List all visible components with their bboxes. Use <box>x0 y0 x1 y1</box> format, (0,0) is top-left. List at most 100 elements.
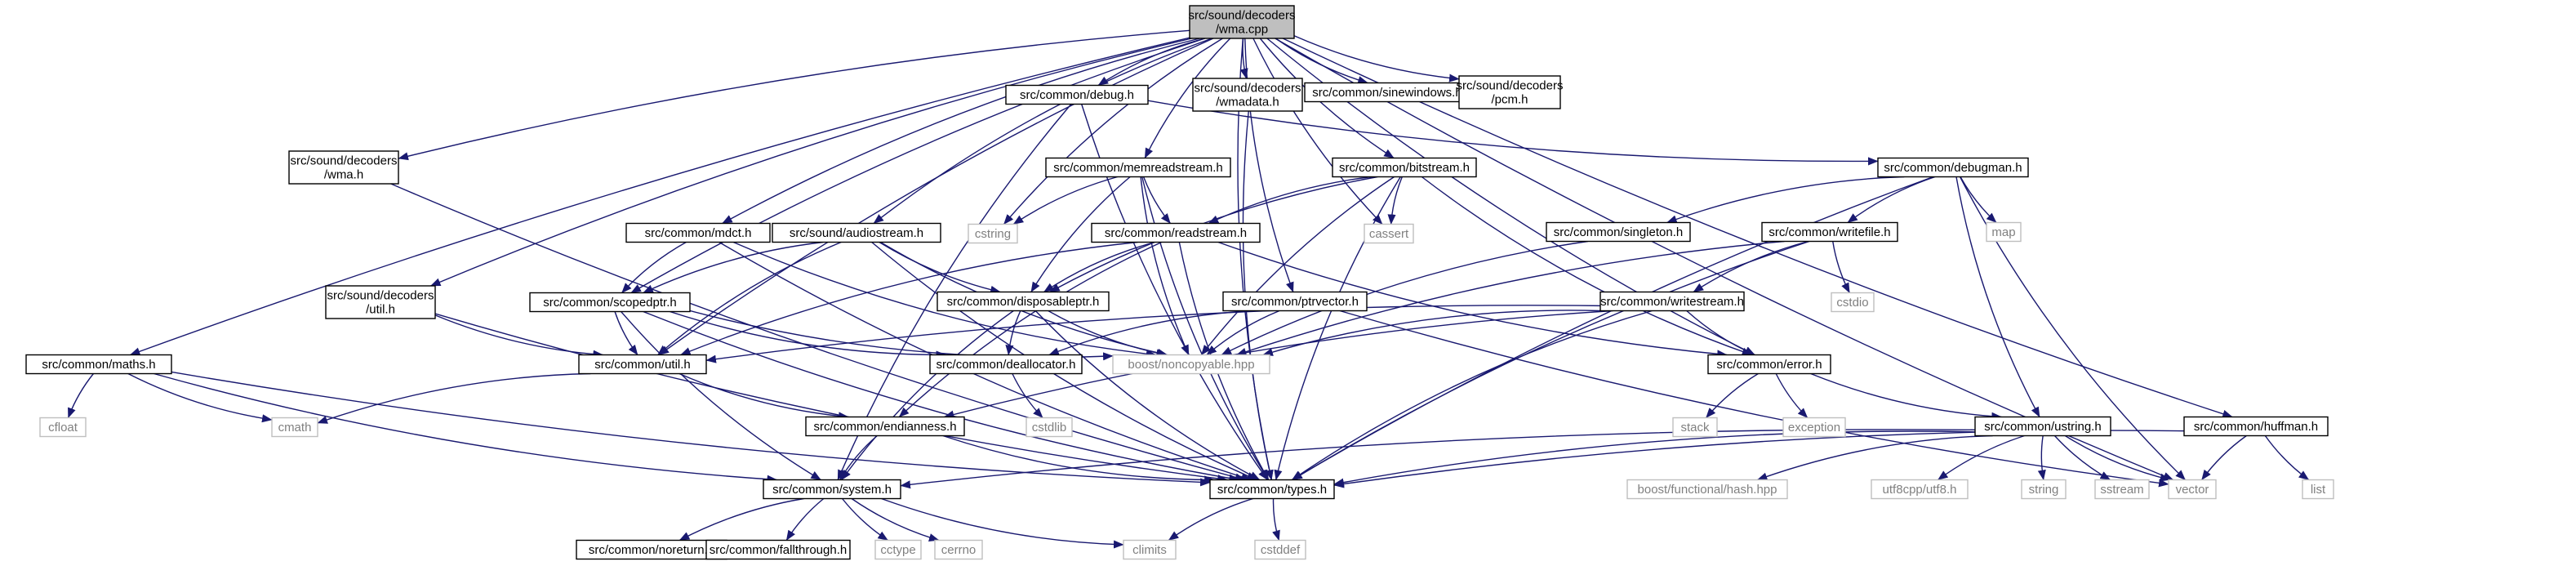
edge-writestream-to-endianness <box>943 310 1613 419</box>
node-ptrvector[interactable]: src/common/ptrvector.h <box>1222 291 1368 312</box>
node-label-utilh: src/sound/decoders <box>327 289 434 303</box>
edge-system-to-fallthrough <box>785 497 825 541</box>
edge-util-to-cmath <box>317 372 591 424</box>
node-error[interactable]: src/common/error.h <box>1707 354 1831 375</box>
node-deallocator[interactable]: src/common/deallocator.h <box>929 354 1083 375</box>
node-disposableptr[interactable]: src/common/disposableptr.h <box>937 291 1110 312</box>
node-endianness[interactable]: src/common/endianness.h <box>805 416 965 437</box>
edge-audiostream-to-util <box>657 241 842 356</box>
node-bitstream[interactable]: src/common/bitstream.h <box>1332 157 1477 178</box>
node-label-cstddef: cstddef <box>1261 543 1301 557</box>
edge-root-to-memreadstream <box>1144 38 1231 159</box>
edge-debug-to-debugman <box>1147 100 1879 166</box>
node-sstream: sstream <box>2094 479 2150 500</box>
node-utilh[interactable]: src/sound/decoders/util.h <box>325 285 436 319</box>
edge-maths-to-cfloat <box>67 373 94 419</box>
edge-singleton-to-noncopyable <box>1221 240 1588 356</box>
node-mdct[interactable]: src/common/mdct.h <box>625 222 771 243</box>
node-box-debug <box>1005 84 1149 105</box>
node-pcm[interactable]: src/sound/decoders/pcm.h <box>1457 75 1564 109</box>
node-memreadstream[interactable]: src/common/memreadstream.h <box>1045 157 1231 178</box>
node-writefile[interactable]: src/common/writefile.h <box>1761 221 1898 243</box>
node-singleton[interactable]: src/common/singleton.h <box>1546 221 1691 243</box>
node-label-cctype: cctype <box>880 543 915 557</box>
node-label-pcm: src/sound/decoders <box>1457 79 1564 93</box>
edge-disposableptr-to-noncopyable <box>1048 310 1167 358</box>
edge-bitstream-to-types <box>1274 176 1401 481</box>
node-scopedptr[interactable]: src/common/scopedptr.h <box>529 292 691 313</box>
edge-huffman-to-vector <box>2201 435 2247 481</box>
edge-debugman-to-map <box>1960 176 1997 224</box>
edge-ustring-to-types <box>1333 430 1976 487</box>
edge-maths-to-cmath <box>127 372 273 423</box>
node-debug[interactable]: src/common/debug.h <box>1005 84 1149 105</box>
node-box-cctype <box>874 539 922 560</box>
edge-ustring-to-sstream <box>2053 435 2111 481</box>
edge-debugman-to-ustring <box>1955 176 2040 418</box>
node-types[interactable]: src/common/types.h <box>1209 479 1335 500</box>
node-box-sstream <box>2094 479 2150 500</box>
node-ustring[interactable]: src/common/ustring.h <box>1974 416 2111 437</box>
node-box-audiostream <box>772 222 941 243</box>
node-writestream[interactable]: src/common/writestream.h <box>1599 291 1745 312</box>
node-box-fallthrough <box>705 539 851 560</box>
edge-huffman-to-list <box>2264 435 2310 481</box>
node-box-wmadata <box>1192 78 1303 112</box>
node-label-noreturn: src/common/noreturn.h <box>589 543 714 557</box>
node-label-types: src/common/types.h <box>1217 483 1327 497</box>
edge-writefile-to-noncopyable <box>1235 240 1785 356</box>
node-label-writestream: src/common/writestream.h <box>1600 295 1744 309</box>
node-utf8: utf8cpp/utf8.h <box>1871 479 1969 500</box>
node-audiostream[interactable]: src/sound/audiostream.h <box>772 222 941 243</box>
node-label-wmah: src/sound/decoders <box>291 154 398 168</box>
node-huffman[interactable]: src/common/huffman.h <box>2183 416 2329 437</box>
node-label-vector: vector <box>2176 483 2209 497</box>
dependency-edges <box>67 29 2310 549</box>
node-box-cerrno <box>934 539 983 560</box>
edge-root-to-bitstream <box>1259 38 1395 159</box>
node-fallthrough[interactable]: src/common/fallthrough.h <box>705 539 851 560</box>
edge-root-to-debug <box>1097 38 1205 87</box>
node-box-utf8 <box>1871 479 1969 500</box>
node-box-cstdio <box>1831 292 1875 313</box>
node-wmah[interactable]: src/sound/decoders/wma.h <box>288 150 399 185</box>
edge-disposableptr-to-system <box>841 310 1014 481</box>
edge-ustring-to-vector <box>2064 435 2171 482</box>
node-label-string: string <box>2029 483 2059 497</box>
node-map: map <box>1986 221 2022 243</box>
edge-writestream-to-types <box>1291 310 1653 481</box>
node-readstream[interactable]: src/common/readstream.h <box>1091 222 1261 243</box>
node-label-exception: exception <box>1788 421 1840 435</box>
node-cctype: cctype <box>874 539 922 560</box>
node-debugman[interactable]: src/common/debugman.h <box>1877 157 2029 178</box>
node-exception: exception <box>1782 417 1846 438</box>
dependency-nodes: src/sound/decoders/wma.cpp src/common/deb… <box>25 5 2334 560</box>
node-box-map <box>1986 221 2022 243</box>
node-label-ustring: src/common/ustring.h <box>1984 420 2101 434</box>
node-wmadata[interactable]: src/sound/decoders/wmadata.h <box>1192 78 1303 112</box>
edge-memreadstream-to-types <box>1141 176 1269 481</box>
node-label-system: src/common/system.h <box>772 483 892 497</box>
node-box-vector <box>2168 479 2217 500</box>
node-util[interactable]: src/common/util.h <box>578 354 707 375</box>
edge-debugman-to-writefile <box>1847 176 1936 224</box>
node-cmath: cmath <box>271 417 318 438</box>
node-box-readstream <box>1091 222 1261 243</box>
node-box-climits <box>1123 539 1177 560</box>
node-noreturn[interactable]: src/common/noreturn.h <box>576 539 727 560</box>
node-box-pcm <box>1458 75 1561 109</box>
node-system[interactable]: src/common/system.h <box>763 479 901 500</box>
edge-error-to-exception <box>1775 373 1809 418</box>
node-label-error: src/common/error.h <box>1716 358 1822 372</box>
edge-root-to-mdct <box>722 38 1200 225</box>
node-maths[interactable]: src/common/maths.h <box>25 354 172 375</box>
node-root[interactable]: src/sound/decoders/wma.cpp <box>1189 5 1296 39</box>
edge-writefile-to-types <box>1292 240 1810 481</box>
edge-utilh-to-util <box>434 314 604 359</box>
node-box-scopedptr <box>529 292 691 313</box>
node-sinewindows[interactable]: src/common/sinewindows.h <box>1304 82 1470 103</box>
edge-endianness-to-types <box>942 435 1215 484</box>
node-box-endianness <box>805 416 965 437</box>
node-label-cerrno: cerrno <box>941 543 977 557</box>
node-label-map: map <box>1991 225 2015 239</box>
